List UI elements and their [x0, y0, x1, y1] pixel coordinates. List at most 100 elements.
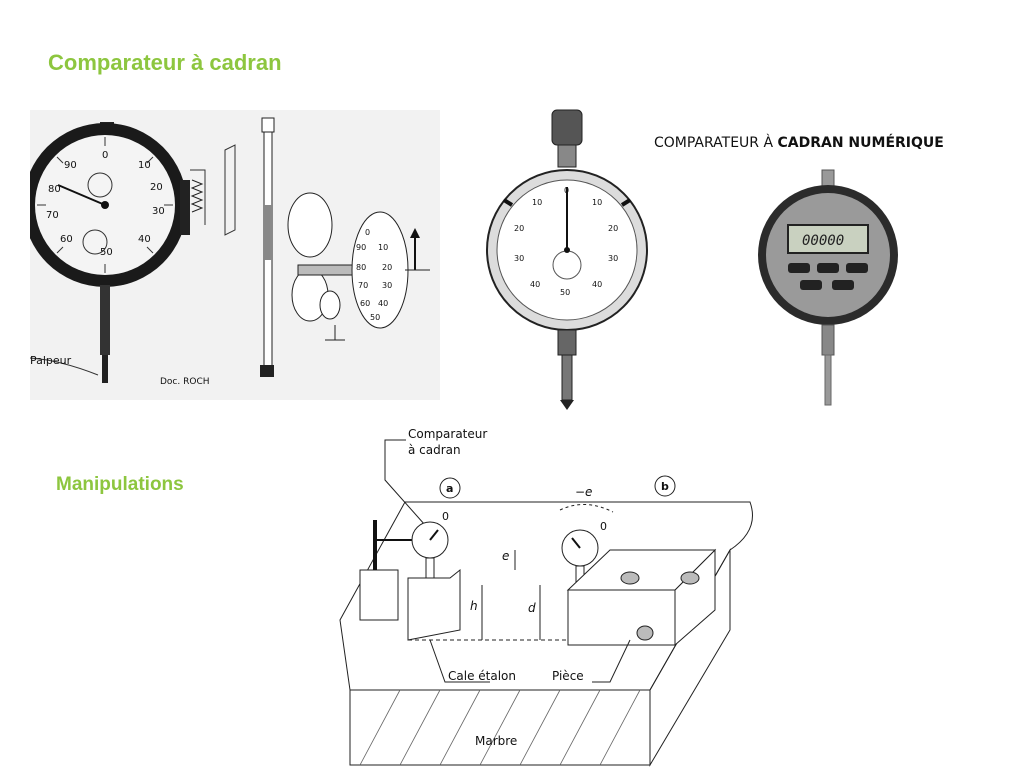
piece-label: Pièce	[552, 669, 584, 683]
spindle	[561, 354, 573, 401]
dial-number-90: 90	[64, 160, 77, 171]
needle-arrowhead	[410, 228, 420, 238]
needle-a	[429, 529, 439, 541]
spindle-a	[425, 557, 435, 579]
stand-block	[359, 569, 399, 621]
pinion-shaft	[297, 264, 354, 276]
dial-mark-bottom: 50	[560, 288, 570, 297]
digital-lower-stem	[821, 324, 835, 356]
dial-mark-left-10: 10	[532, 198, 542, 207]
dial-number-80: 80	[48, 184, 61, 195]
dial-mark-left-40: 40	[530, 280, 540, 289]
minus-e-label: −e	[575, 485, 592, 499]
exploded-dial-80: 80	[356, 263, 366, 272]
exploded-dial-20: 20	[382, 263, 392, 272]
probe-tip	[102, 355, 108, 383]
gear-large-top	[287, 192, 333, 258]
dial-back-side	[180, 180, 190, 235]
dial-number-20: 20	[150, 182, 163, 193]
digital-spindle	[824, 354, 832, 406]
lcd-display	[787, 224, 869, 254]
digital-button-1	[788, 263, 810, 273]
digital-caption-bold: CADRAN NUMÉRIQUE	[778, 134, 944, 151]
dial-indicator-mechanism-figure: 0 10 20 30 40 50 60 70 80 90 Palpeur Doc…	[30, 110, 440, 400]
label-b-circle	[654, 475, 676, 497]
gauge-block	[407, 568, 461, 641]
limit-marker-right	[620, 198, 632, 207]
limit-marker-left	[502, 198, 514, 207]
marbre-label: Marbre	[475, 734, 517, 748]
dial-number-40: 40	[138, 234, 151, 245]
lower-stem-sleeve	[557, 329, 577, 356]
needle-pivot	[101, 201, 109, 209]
digital-face	[766, 193, 890, 317]
top-knurled-cap	[551, 109, 583, 146]
dial-mark-right-40: 40	[592, 280, 602, 289]
rod-knob	[261, 117, 275, 133]
exploded-dial-40: 40	[378, 299, 388, 308]
rod-tip	[260, 365, 274, 377]
zero-b: 0	[600, 520, 607, 533]
dial-ticks	[37, 137, 173, 273]
zero-a: 0	[442, 510, 449, 523]
digital-button-4	[800, 280, 822, 290]
gear-small	[319, 290, 341, 320]
top-stem	[557, 144, 577, 168]
dial-mark-right-20: 20	[608, 224, 618, 233]
exploded-dial-0: 0	[365, 228, 370, 237]
digital-button-2	[817, 263, 839, 273]
label-b: b	[661, 480, 669, 493]
dial-number-30: 30	[152, 206, 165, 217]
cale-etalon-label: Cale étalon	[448, 669, 516, 683]
digital-caption: COMPARATEUR À CADRAN NUMÉRIQUE	[654, 134, 944, 151]
bracket	[190, 169, 206, 225]
piece-leader	[592, 639, 631, 683]
exploded-dial-90: 90	[356, 243, 366, 252]
dial-mark-left-20: 20	[514, 224, 524, 233]
dial-number-10: 10	[138, 160, 151, 171]
plate	[224, 144, 236, 236]
palpeur-leader	[30, 357, 99, 376]
measurement-setup-diagram: Marbre Comparateur à cadran a b 0 h e d …	[339, 427, 753, 767]
d-label: d	[528, 601, 536, 615]
workpiece-hole-1	[620, 571, 640, 585]
digital-button-3	[846, 263, 868, 273]
dial-number-50: 50	[100, 247, 113, 258]
e-label: e	[502, 549, 509, 563]
needle-pivot	[564, 247, 570, 253]
cale-leader	[429, 639, 490, 683]
h-label: h	[470, 599, 478, 613]
minus-e-arc	[559, 504, 614, 513]
workpiece-hole-2	[680, 571, 700, 585]
digital-caption-regular: COMPARATEUR À	[654, 134, 778, 151]
plate-hatching	[359, 689, 641, 766]
analog-dial-indicator-figure: 0 10 20 30 40 10 20 30 40 50	[486, 109, 648, 410]
rack-teeth	[264, 205, 272, 260]
dial-needle	[57, 184, 106, 206]
digital-indicator-figure: COMPARATEUR À CADRAN NUMÉRIQUE 00000	[654, 134, 944, 406]
dial-number-0: 0	[102, 150, 108, 161]
workpiece-top	[566, 549, 717, 591]
small-counter-dial-lower	[82, 229, 108, 255]
dial-number-70: 70	[46, 210, 59, 221]
needle-b	[571, 537, 581, 549]
lcd-reading: 00000	[802, 233, 844, 249]
label-a: a	[446, 482, 453, 495]
exploded-dial-60: 60	[360, 299, 370, 308]
workpiece-hole-3	[636, 625, 654, 641]
comparateur-label-1: Comparateur	[408, 427, 487, 441]
exploded-dial-30: 30	[382, 281, 392, 290]
small-counter-dial	[87, 172, 113, 198]
comparateur-leader	[384, 439, 426, 526]
comparateur-label-2: à cadran	[408, 443, 461, 457]
digital-button-5	[832, 280, 854, 290]
page-title: Comparateur à cadran	[48, 50, 282, 75]
dial-mark-left-30: 30	[514, 254, 524, 263]
exploded-dial-70: 70	[358, 281, 368, 290]
palpeur-label: Palpeur	[30, 354, 72, 367]
exploded-dial-10: 10	[378, 243, 388, 252]
spring	[190, 179, 204, 213]
dial-number-60: 60	[60, 234, 73, 245]
dial-mark-right-30: 30	[608, 254, 618, 263]
dial-mark-right-10: 10	[592, 198, 602, 207]
